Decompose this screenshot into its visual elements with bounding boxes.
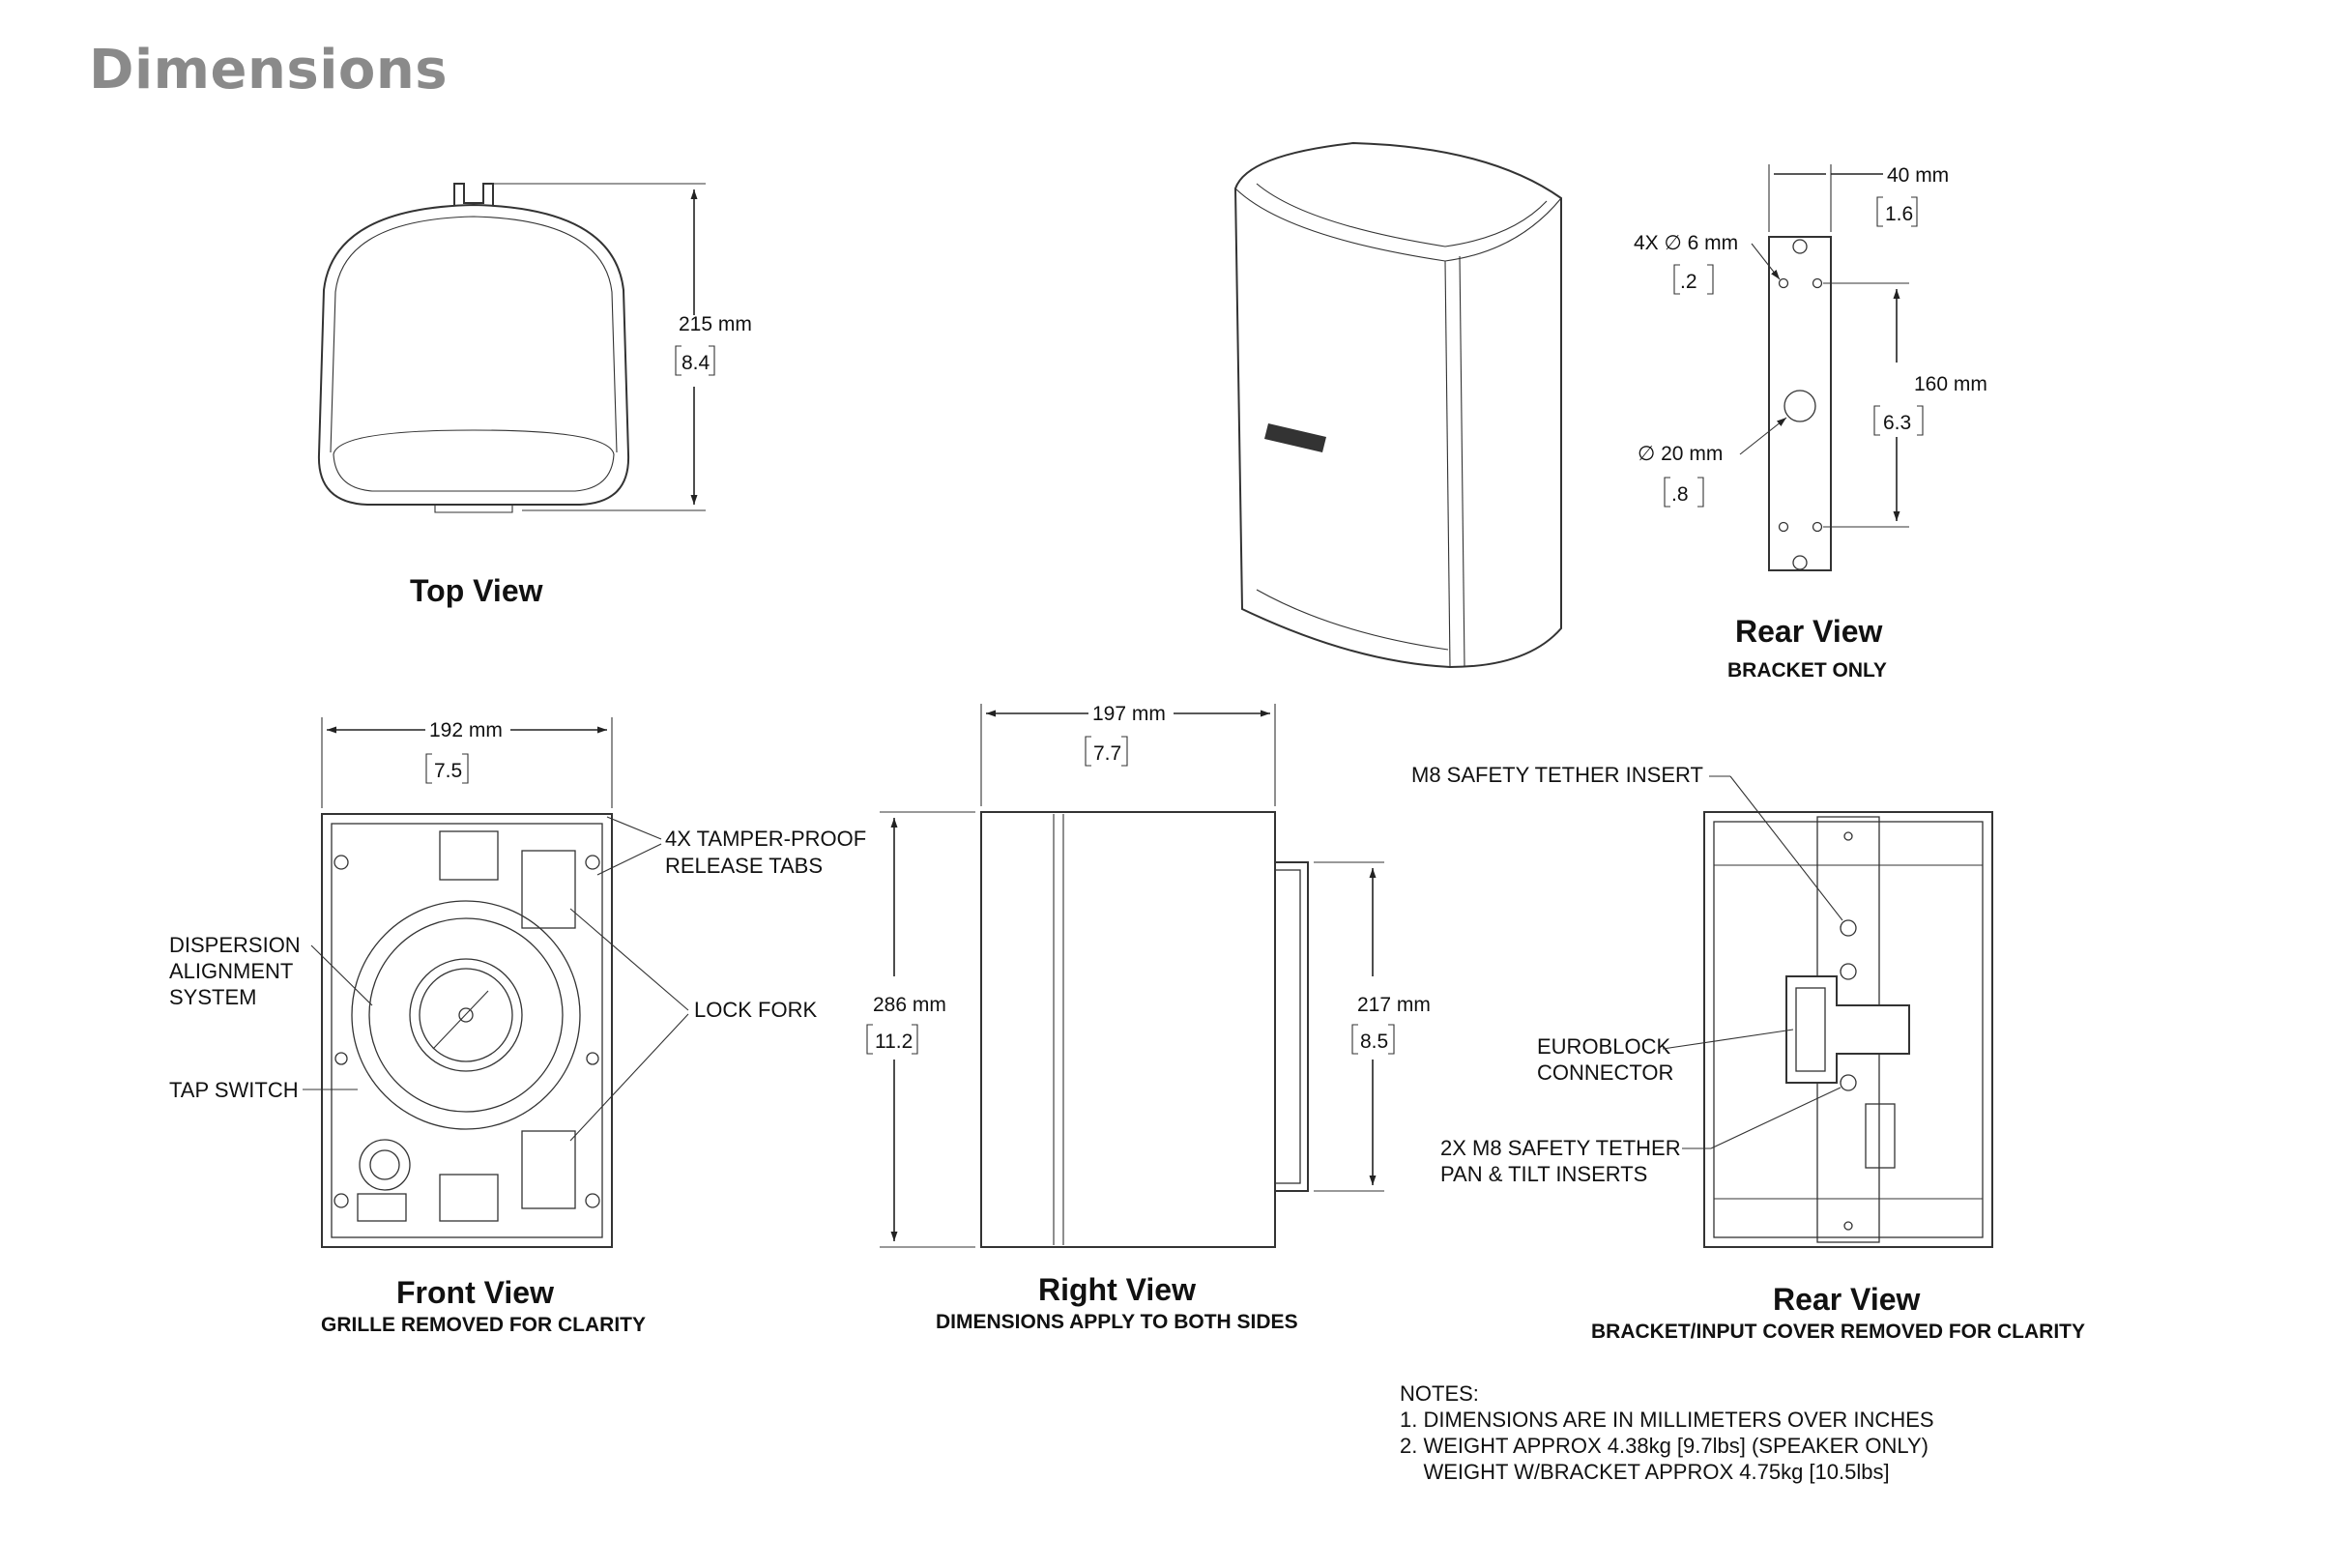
bracket-width-in: 1.6 [1885, 203, 1913, 225]
bracket-spacing-in: 6.3 [1883, 412, 1911, 434]
right-height-in: 11.2 [875, 1031, 913, 1053]
right-width-in: 7.7 [1093, 742, 1121, 765]
rear-input-title: Rear View [1773, 1282, 1921, 1317]
notes-heading: NOTES: [1400, 1381, 1479, 1406]
callout-dispersion-3: SYSTEM [169, 985, 256, 1009]
bracket-holes-in: .2 [1680, 271, 1697, 293]
right-width-mm: 197 mm [1092, 703, 1166, 725]
front-view-subtitle: GRILLE REMOVED FOR CLARITY [321, 1314, 646, 1336]
bracket-center-hole: ∅ 20 mm [1638, 443, 1723, 465]
notes-line-2: 2. WEIGHT APPROX 4.38kg [9.7lbs] (SPEAKE… [1400, 1434, 1928, 1458]
rear-input-subtitle: BRACKET/INPUT COVER REMOVED FOR CLARITY [1591, 1321, 2085, 1343]
rear-bracket-subtitle: BRACKET ONLY [1727, 659, 1887, 682]
right-height-mm: 286 mm [873, 994, 946, 1016]
callout-m8-pair-2: PAN & TILT INSERTS [1440, 1162, 1647, 1186]
callout-tabs-1: 4X TAMPER-PROOF [665, 827, 866, 851]
notes-line-1: 1. DIMENSIONS ARE IN MILLIMETERS OVER IN… [1400, 1408, 1934, 1432]
right-inner-mm: 217 mm [1357, 994, 1431, 1016]
callout-dispersion-2: ALIGNMENT [169, 959, 293, 983]
front-width-in: 7.5 [434, 760, 462, 782]
bracket-width-mm: 40 mm [1887, 164, 1949, 187]
callout-dispersion-1: DISPERSION [169, 933, 301, 957]
callout-euroblock-2: CONNECTOR [1537, 1060, 1673, 1085]
bracket-center-hole-in: .8 [1671, 483, 1689, 506]
front-view: 192 mm 7.5 4X TAMPER-PROOF RELEASE TABS … [169, 717, 866, 1336]
callout-euroblock-1: EUROBLOCK [1537, 1034, 1670, 1059]
right-view-subtitle: DIMENSIONS APPLY TO BOTH SIDES [936, 1311, 1298, 1333]
top-view-title: Top View [410, 573, 543, 608]
notes-block: NOTES: 1. DIMENSIONS ARE IN MILLIMETERS … [1400, 1380, 1934, 1485]
rear-input-view: M8 SAFETY TETHER INSERT EUROBLOCK CONNEC… [1411, 763, 2085, 1343]
callout-tap-switch: TAP SWITCH [169, 1078, 299, 1102]
notes-line-3: WEIGHT W/BRACKET APPROX 4.75kg [10.5lbs] [1400, 1460, 1890, 1484]
right-view-title: Right View [1038, 1272, 1196, 1307]
rear-bracket-view: 40 mm 1.6 4X ∅ 6 mm .2 160 mm 6.3 ∅ 20 m… [1634, 164, 1987, 682]
bracket-spacing-mm: 160 mm [1914, 373, 1987, 395]
front-width-mm: 192 mm [429, 719, 503, 741]
top-view: 215 mm 8.4 Top View [317, 183, 752, 608]
top-height-in: 8.4 [682, 352, 710, 374]
top-height-mm: 215 mm [679, 313, 752, 335]
page-title: Dimensions [89, 39, 449, 102]
right-view: 197 mm 7.7 286 mm 11.2 217 mm 8.5 Right … [866, 703, 1431, 1333]
callout-m8-single: M8 SAFETY TETHER INSERT [1411, 763, 1703, 787]
rear-bracket-title: Rear View [1735, 614, 1883, 649]
callout-lock-fork: LOCK FORK [694, 998, 817, 1022]
bracket-holes-label: 4X ∅ 6 mm [1634, 232, 1738, 254]
speaker-isometric [1233, 141, 1562, 669]
right-inner-in: 8.5 [1360, 1031, 1388, 1053]
callout-m8-pair-1: 2X M8 SAFETY TETHER [1440, 1136, 1681, 1160]
callout-tabs-2: RELEASE TABS [665, 854, 823, 878]
front-view-title: Front View [396, 1275, 554, 1310]
